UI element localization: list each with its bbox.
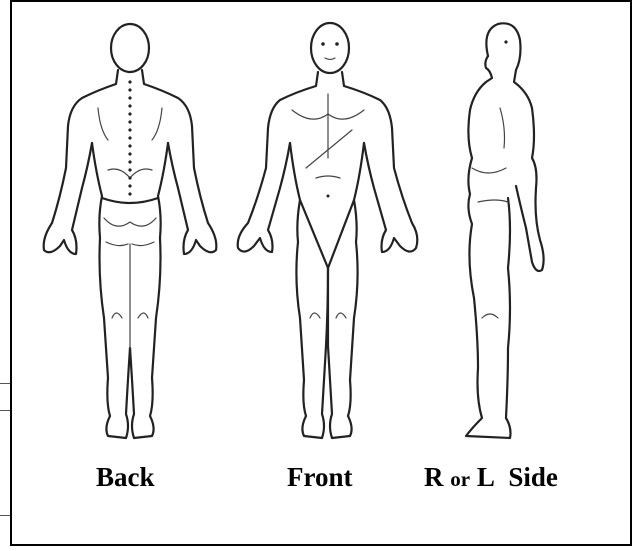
side-label-or: or — [450, 467, 470, 491]
side-view-label: R or L Side — [424, 462, 558, 493]
front-view-label: Front — [287, 462, 353, 493]
side-label-word: Side — [508, 462, 558, 492]
left-table-rule — [0, 515, 10, 516]
front-body-figure-icon — [232, 18, 422, 444]
side-body-figure-icon — [436, 18, 566, 444]
back-body-figure-icon — [38, 18, 222, 444]
back-view-label: Back — [96, 462, 155, 493]
left-table-rule — [0, 410, 10, 411]
side-label-r: R — [424, 462, 444, 492]
side-label-l: L — [477, 462, 495, 492]
left-table-rule — [0, 383, 10, 384]
